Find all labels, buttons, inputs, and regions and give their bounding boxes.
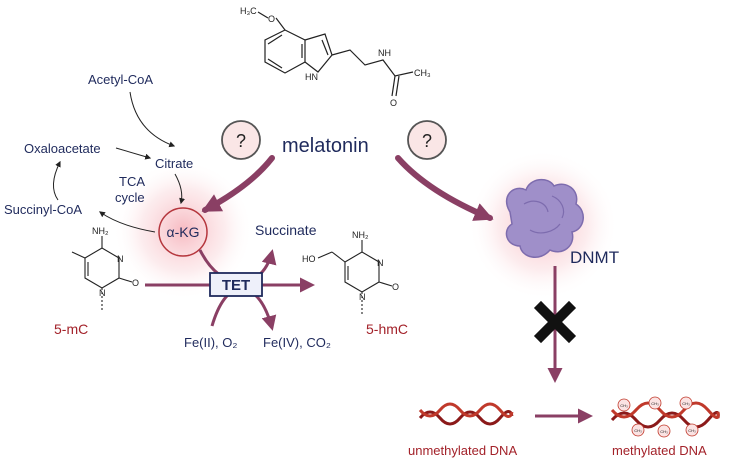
5hmc-nh2-label: NH₂ [352, 230, 369, 240]
succinyl-coa-label: Succinyl-CoA [4, 202, 82, 217]
5hmc-structure [317, 240, 393, 314]
methyl-group: CH₃ [648, 396, 662, 410]
cofactors-in-label: Fe(II), O₂ [184, 335, 237, 350]
methyl-label: CH₃ [634, 428, 642, 433]
5mc-structure [71, 236, 133, 310]
methyl-group: CH₃ [617, 398, 631, 412]
unmethylated-dna-helix [418, 402, 514, 426]
tet-label: TET [222, 277, 250, 294]
tet-box [209, 272, 263, 297]
tca-label-line2: cycle [115, 190, 145, 205]
5hmc-n3-label: N [377, 258, 384, 268]
5mc-nh2-label: NH₂ [92, 226, 109, 236]
5mc-o-label: O [132, 278, 139, 288]
inhibition-x-mark [533, 300, 577, 344]
methyl-group: CH₃ [679, 396, 693, 410]
unmethylated-dna-label: unmethylated DNA [408, 443, 517, 458]
5hmc-ho-label: HO [302, 254, 316, 264]
5mc-n1-label: N [99, 288, 106, 298]
methyl-groups: CH₃ CH₃ CH₃ CH₃ CH₃ CH₃ [617, 396, 699, 438]
oxaloacetate-label: Oxaloacetate [24, 141, 101, 156]
succinate-label: Succinate [255, 222, 317, 238]
question-mark-right: ? [422, 131, 432, 151]
methyl-label: CH₃ [660, 429, 668, 434]
question-mark-left: ? [236, 131, 246, 151]
methoxy-o-label: O [268, 14, 275, 24]
cofactors-out-label: Fe(IV), CO₂ [263, 335, 331, 350]
methyl-group: CH₃ [685, 423, 699, 437]
akg-label: α-KG [167, 224, 200, 240]
methyl-group: CH₃ [631, 423, 645, 437]
5hmc-o-label: O [392, 282, 399, 292]
methylated-dna-helix [610, 401, 720, 429]
acetyl-ch3-label: CH₃ [414, 68, 431, 78]
5mc-label: 5-mC [54, 321, 88, 337]
tca-arrows [53, 91, 186, 233]
acetyl-coa-label: Acetyl-CoA [88, 72, 153, 87]
methyl-label: CH₃ [688, 428, 696, 433]
methyl-label: CH₃ [620, 403, 628, 408]
5hmc-n1-label: N [359, 292, 366, 302]
akg-node [158, 207, 208, 257]
melatonin-to-dnmt-arrow [395, 155, 494, 221]
indole-nh-label: HN [305, 72, 318, 82]
methyl-label: CH₃ [682, 401, 690, 406]
5mc-n3-label: N [117, 254, 124, 264]
tca-label-line1: TCA [119, 174, 145, 189]
melatonin-to-akg-arrow [201, 155, 275, 213]
dnmt-label: DNMT [570, 248, 619, 267]
methyl-label: CH₃ [651, 401, 659, 406]
melatonin-label: melatonin [282, 135, 369, 157]
amide-o-label: O [390, 98, 397, 108]
amide-nh-label: NH [378, 48, 391, 58]
melatonin-structure [257, 11, 414, 97]
methoxy-label: H₃C [240, 6, 257, 16]
dnmt-protein [505, 178, 584, 258]
question-bubble-left: ? [221, 120, 261, 160]
5hmc-label: 5-hmC [366, 321, 408, 337]
question-bubble-right: ? [407, 120, 447, 160]
methyl-group: CH₃ [657, 424, 671, 438]
methylated-dna-label: methylated DNA [612, 443, 707, 458]
citrate-label: Citrate [155, 156, 193, 171]
